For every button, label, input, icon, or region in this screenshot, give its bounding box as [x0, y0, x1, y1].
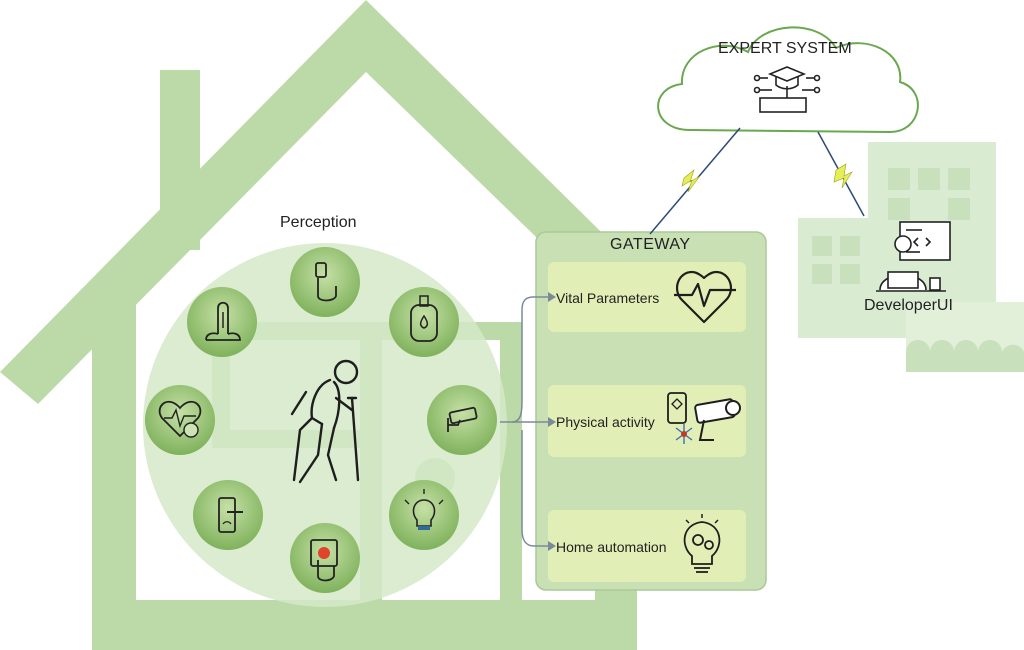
gateway-item-home-label[interactable]: Home automation	[556, 539, 667, 555]
gateway-item-vital-label[interactable]: Vital Parameters	[556, 290, 660, 306]
graduation-network-icon	[753, 66, 821, 113]
fingerprint-sensor-icon[interactable]	[290, 247, 360, 317]
expert-system-label: EXPERT SYSTEM	[718, 40, 852, 57]
cloud-developer-link	[817, 131, 865, 217]
heart-monitor-icon[interactable]	[145, 385, 215, 455]
smart-bulb-icon[interactable]	[389, 480, 459, 550]
perception-label: Perception	[280, 214, 357, 231]
lightbulb-gear-icon	[683, 514, 721, 573]
elderly-person-icon	[290, 359, 360, 484]
wearable-camera-icon	[667, 392, 741, 444]
panic-button-icon[interactable]	[290, 523, 360, 593]
developer-ui-label: DeveloperUI	[864, 297, 953, 314]
gateway-title: GATEWAY	[610, 236, 691, 253]
developer-laptop-icon[interactable]	[876, 221, 951, 292]
security-camera-icon[interactable]	[427, 385, 497, 455]
smart-lock-icon[interactable]	[193, 480, 263, 550]
developer-buildings	[798, 142, 1024, 372]
glucometer-icon[interactable]	[389, 287, 459, 357]
arrow-heads	[548, 292, 556, 551]
gateway-arrows	[500, 296, 548, 547]
thermometer-icon[interactable]	[187, 287, 257, 357]
gateway-item-physical-box[interactable]	[548, 385, 746, 457]
gateway-item-physical-label[interactable]: Physical activity	[556, 414, 655, 430]
heart-pulse-icon	[674, 270, 736, 324]
cloud-gateway-link	[649, 127, 741, 235]
